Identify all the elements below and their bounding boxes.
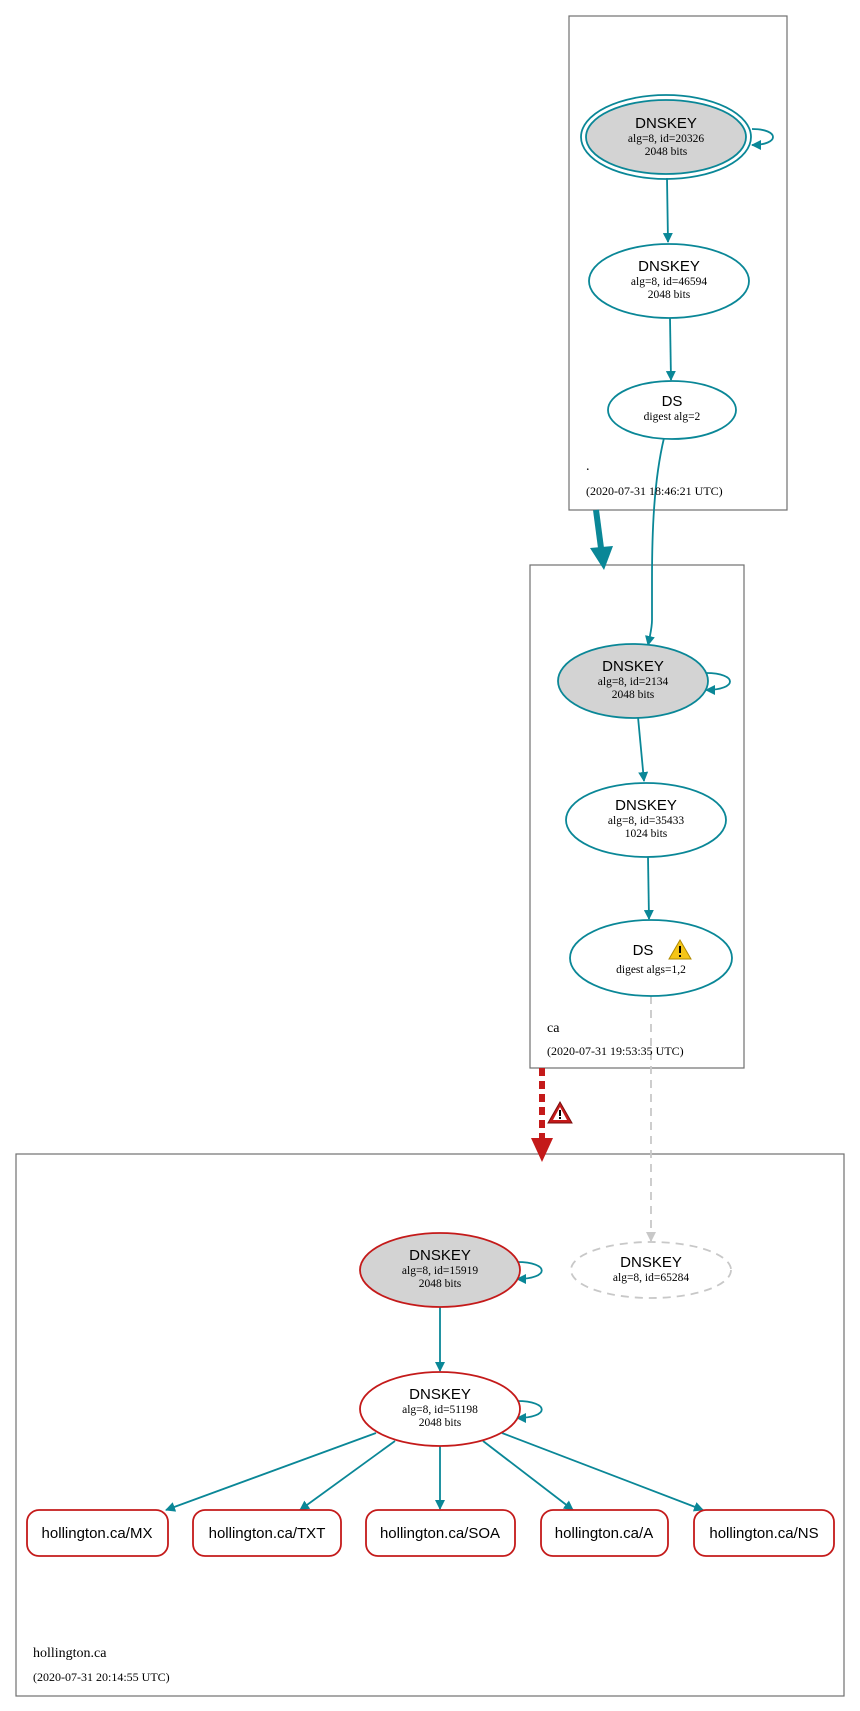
- record-mx[interactable]: hollington.ca/MX: [26, 1509, 169, 1557]
- root-ds-title: DS: [662, 393, 683, 410]
- record-txt[interactable]: hollington.ca/TXT: [192, 1509, 342, 1557]
- record-ns-label: hollington.ca/NS: [709, 1525, 818, 1542]
- hollington-ksk-self-loop: [516, 1261, 543, 1284]
- zsk-to-a-edge: [482, 1440, 574, 1511]
- hollington-ksk-bits: 2048 bits: [419, 1278, 462, 1290]
- root-to-ca-delegation-arrowhead: [590, 546, 613, 570]
- root-ds-node[interactable]: DS digest alg=2: [607, 380, 737, 440]
- hollington-zsk-title: DNSKEY: [409, 1386, 471, 1403]
- root-ds-to-ca-ksk-edge: [645, 437, 665, 646]
- hollington-ksk-node[interactable]: DNSKEY alg=8, id=15919 2048 bits: [359, 1232, 521, 1308]
- root-zsk-node[interactable]: DNSKEY alg=8, id=46594 2048 bits: [588, 243, 750, 319]
- hollington-zsk-node[interactable]: DNSKEY alg=8, id=51198 2048 bits: [359, 1371, 521, 1447]
- ca-zsk-alg-id: alg=8, id=35433: [608, 815, 684, 827]
- zone-ca-name: ca: [547, 1021, 560, 1036]
- record-a-label: hollington.ca/A: [555, 1525, 653, 1542]
- ca-zsk-title: DNSKEY: [615, 797, 677, 814]
- ca-zsk-node[interactable]: DNSKEY alg=8, id=35433 1024 bits: [565, 782, 727, 858]
- record-soa-label: hollington.ca/SOA: [380, 1525, 500, 1542]
- root-zsk-bits: 2048 bits: [648, 289, 691, 301]
- root-ksk-node[interactable]: DNSKEY alg=8, id=20326 2048 bits: [580, 94, 752, 180]
- ca-ksk-title: DNSKEY: [602, 658, 664, 675]
- error-icon: [547, 1100, 573, 1124]
- ca-to-hollington-delegation-arrowhead: [531, 1138, 553, 1162]
- ca-ksk-node[interactable]: DNSKEY alg=8, id=2134 2048 bits: [557, 643, 709, 719]
- record-txt-label: hollington.ca/TXT: [209, 1525, 326, 1542]
- zone-ca-timestamp: (2020-07-31 19:53:35 UTC): [547, 1044, 684, 1058]
- zone-hollington-name: hollington.ca: [33, 1646, 107, 1661]
- record-ns[interactable]: hollington.ca/NS: [693, 1509, 835, 1557]
- ca-zsk-bits: 1024 bits: [625, 828, 668, 840]
- missing-key-alg-id: alg=8, id=65284: [613, 1272, 689, 1284]
- hollington-missing-key-node[interactable]: DNSKEY alg=8, id=65284: [570, 1241, 732, 1299]
- zsk-to-ns-edge: [501, 1432, 704, 1512]
- warning-icon: [668, 939, 692, 960]
- hollington-ksk-alg-id: alg=8, id=15919: [402, 1265, 478, 1277]
- root-zsk-title: DNSKEY: [638, 258, 700, 275]
- ca-ksk-to-zsk-edge: [637, 716, 649, 782]
- ca-ds-digest: digest algs=1,2: [616, 964, 686, 976]
- root-zsk-alg-id: alg=8, id=46594: [631, 276, 707, 288]
- hollington-ksk-title: DNSKEY: [409, 1247, 471, 1264]
- zone-ca-box: [529, 564, 745, 1069]
- record-soa[interactable]: hollington.ca/SOA: [365, 1509, 516, 1557]
- zone-root-timestamp: (2020-07-31 18:46:21 UTC): [586, 484, 723, 498]
- record-a[interactable]: hollington.ca/A: [540, 1509, 669, 1557]
- root-zsk-to-ds-edge: [665, 317, 676, 381]
- root-ksk-self-loop: [751, 128, 774, 150]
- ca-ksk-bits: 2048 bits: [612, 689, 655, 701]
- ca-ds-title: DS: [633, 942, 654, 959]
- ca-ds-node[interactable]: DS digest algs=1,2: [569, 919, 733, 997]
- missing-key-title: DNSKEY: [620, 1254, 682, 1271]
- root-ksk-alg-id: alg=8, id=20326: [628, 133, 704, 145]
- root-ksk-bits: 2048 bits: [645, 146, 688, 158]
- ca-zsk-to-ds-edge: [643, 856, 654, 920]
- zsk-to-mx-edge: [165, 1432, 377, 1512]
- root-ksk-to-zsk-edge: [662, 177, 673, 243]
- root-ksk-title: DNSKEY: [635, 115, 697, 132]
- ca-ksk-self-loop: [705, 672, 731, 695]
- zsk-to-txt-edge: [299, 1440, 396, 1511]
- hollington-zsk-alg-id: alg=8, id=51198: [402, 1404, 478, 1416]
- hollington-zsk-bits: 2048 bits: [419, 1417, 462, 1429]
- zone-hollington-timestamp: (2020-07-31 20:14:55 UTC): [33, 1670, 170, 1684]
- root-to-ca-delegation-edge: [593, 509, 604, 549]
- root-ds-digest: digest alg=2: [644, 411, 701, 423]
- zone-root-box: [568, 15, 788, 511]
- zone-root-name: .: [586, 459, 590, 474]
- record-mx-label: hollington.ca/MX: [42, 1525, 153, 1542]
- hollington-zsk-self-loop: [516, 1400, 543, 1423]
- zone-hollington-box: [15, 1153, 845, 1697]
- ca-ksk-alg-id: alg=8, id=2134: [598, 676, 669, 688]
